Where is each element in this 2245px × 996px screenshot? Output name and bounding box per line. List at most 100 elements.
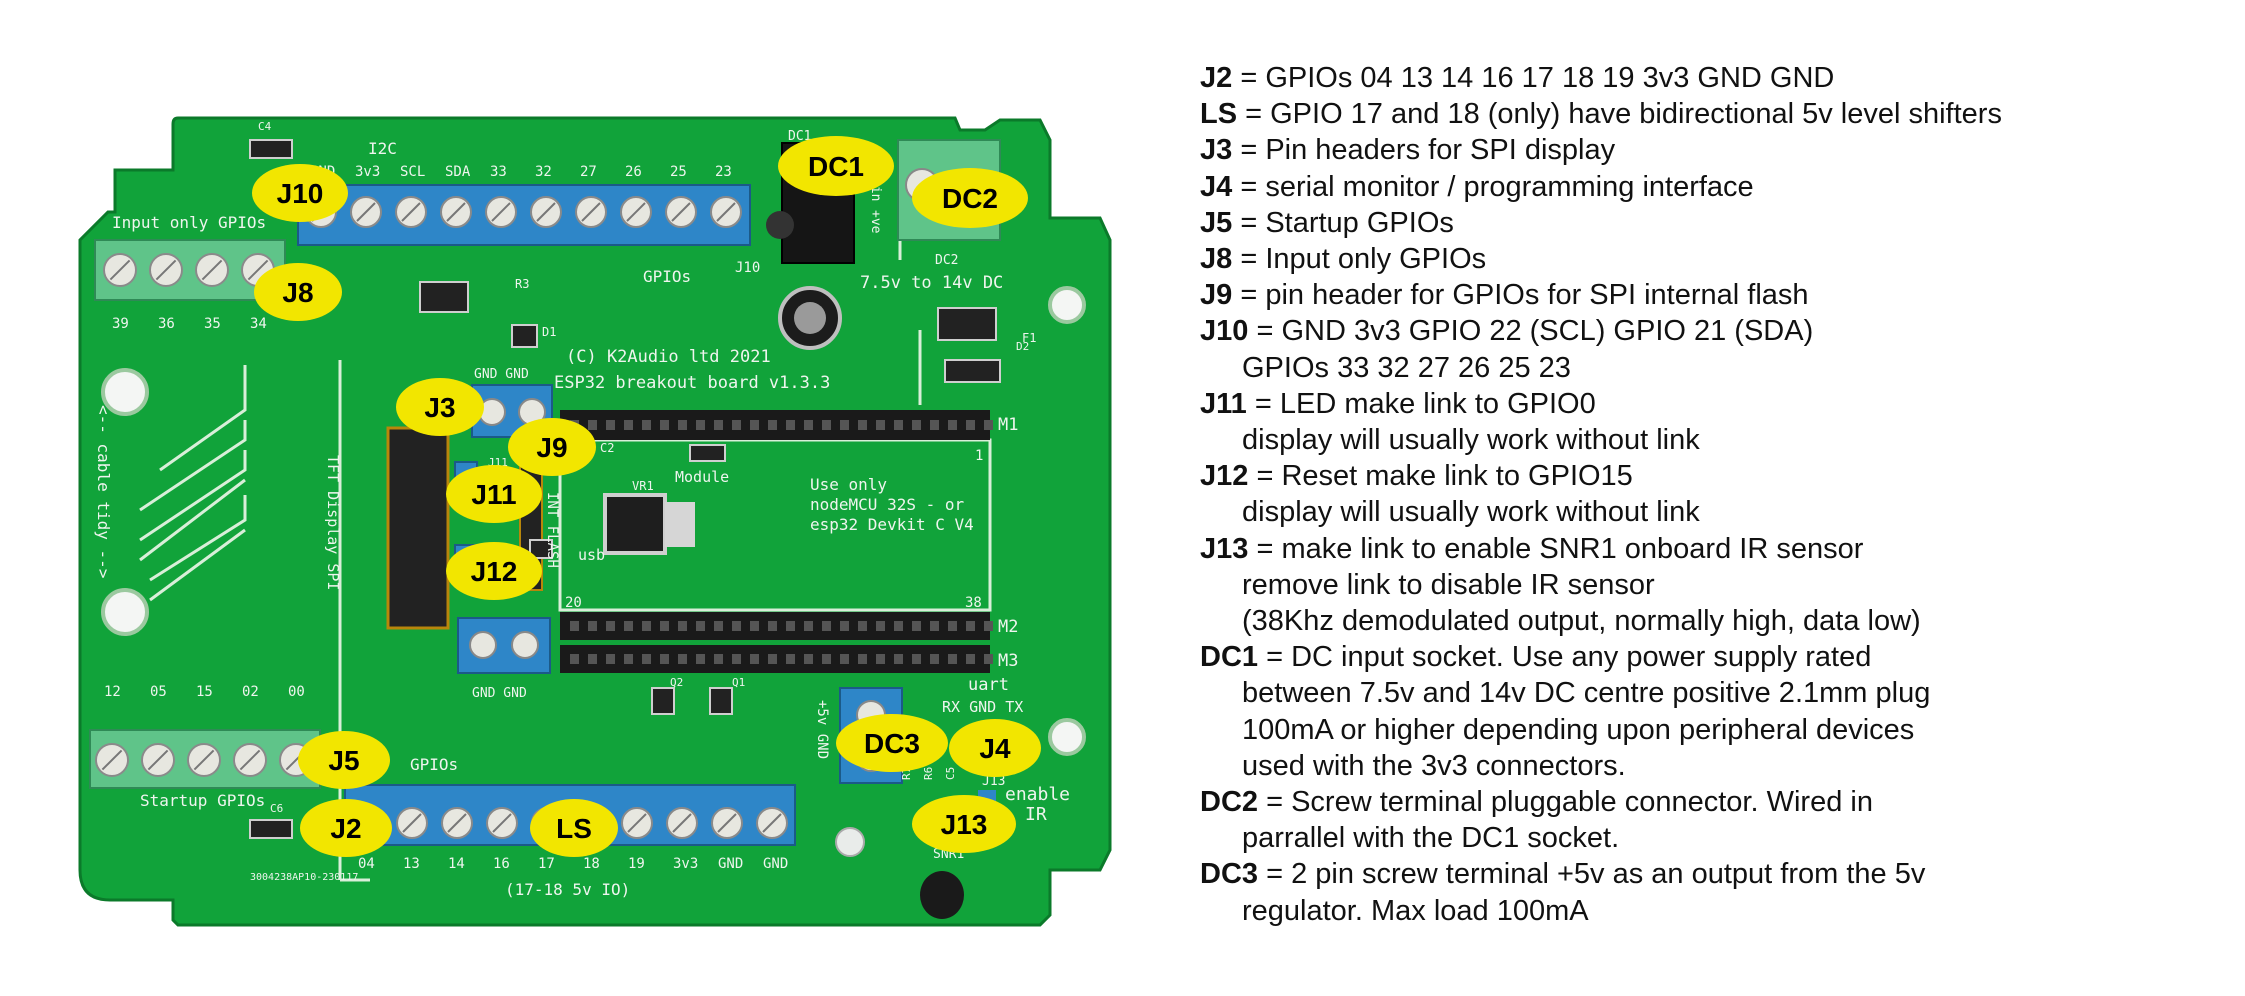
ir-sensor <box>920 871 964 919</box>
callout-label: J9 <box>536 432 567 463</box>
legend-continuation: used with the 3v3 connectors. <box>1242 749 1626 782</box>
header-pin <box>984 654 993 664</box>
int-flash-label: INT FLASH <box>544 492 560 568</box>
bottom-pin-label: 3v3 <box>673 856 698 872</box>
top-pin-label: 27 <box>580 164 597 180</box>
legend-continuation: display will usually work without link <box>1242 424 1700 457</box>
header-holes <box>570 420 993 664</box>
bottom-pin-label: GND <box>718 856 743 872</box>
top-pin-label: 3v3 <box>355 164 380 180</box>
callout-label: J12 <box>471 556 518 587</box>
screw-slot <box>581 202 601 222</box>
terminal-screw <box>469 631 497 659</box>
uart-label: uart <box>968 675 1009 695</box>
callout-label: J4 <box>979 733 1011 764</box>
bottom-pin-label: 19 <box>628 856 645 872</box>
header-pin <box>894 621 903 631</box>
header-pin <box>966 420 975 430</box>
j13-silk: J13 <box>982 774 1005 789</box>
top-pin-label: 33 <box>490 164 507 180</box>
uart-pins: RX GND TX <box>942 698 1023 716</box>
startup-pin-label: 05 <box>150 684 167 700</box>
callout-bubble <box>530 799 618 857</box>
legend-entry: DC1 = DC input socket. Use any power sup… <box>1200 639 2220 784</box>
enable-label: enable <box>1005 784 1070 805</box>
voltage-label: 7.5v to 14v DC <box>860 273 1003 293</box>
header-pin <box>912 420 921 430</box>
legend-entry: J4 = serial monitor / programming interf… <box>1200 169 2220 205</box>
screw-slot <box>247 259 269 281</box>
callout-label: J11 <box>471 479 516 510</box>
header-pin <box>750 621 759 631</box>
silkscreen-text: GND3v3SCLSDA333227262523I2CInput only GP… <box>94 120 1070 899</box>
mount-hole <box>1048 718 1086 756</box>
bottom-pin-label: 16 <box>493 856 510 872</box>
vr1-label: VR1 <box>632 479 654 493</box>
startup-pin-label: 15 <box>196 684 213 700</box>
legend-continuation: GPIOs 33 32 27 26 25 23 <box>1242 351 1571 384</box>
legend-key: J3 <box>1200 134 1233 167</box>
cable-tidy-label: <-- cable tidy --> <box>94 405 113 578</box>
pin-plus-label: +ve <box>868 210 883 234</box>
header-pin <box>840 621 849 631</box>
header-pin <box>750 654 759 664</box>
dc2-silk: DC2 <box>935 253 958 268</box>
header-pin <box>948 420 957 430</box>
header-pin <box>804 654 813 664</box>
input-pin-label: 35 <box>204 316 221 332</box>
header-pin <box>804 420 813 430</box>
legend-entry: J3 = Pin headers for SPI display <box>1200 132 2220 168</box>
header-pin <box>876 420 885 430</box>
legend-entry: LS = GPIO 17 and 18 (only) have bidirect… <box>1200 96 2220 132</box>
screw-slot <box>672 813 692 833</box>
legend-key: J11 <box>1200 387 1247 420</box>
screw-slot <box>762 813 782 833</box>
startup-pin-label: 12 <box>104 684 121 700</box>
callout-bubble <box>778 136 894 196</box>
legend-key: J12 <box>1200 460 1249 493</box>
m1-label: M1 <box>998 415 1018 435</box>
gpios-label: GPIOs <box>643 267 691 286</box>
legend-continuation: regulator. Max load 100mA <box>1242 894 1589 927</box>
q2-label: Q2 <box>670 676 683 689</box>
top-pin-label: SCL <box>400 164 425 180</box>
legend-entry: DC3 = 2 pin screw terminal +5v as an out… <box>1200 856 2220 928</box>
legend-continuation: between 7.5v and 14v DC centre positive … <box>1242 677 1931 710</box>
header-pin <box>714 621 723 631</box>
header-pin <box>624 621 633 631</box>
top-pin-label: 23 <box>715 164 732 180</box>
ir-label: IR <box>1025 804 1047 825</box>
copyright: (C) K2Audio ltd 2021 <box>566 347 771 367</box>
module-note-line: esp32 Devkit C V4 <box>810 515 974 534</box>
legend-entry: J10 = GND 3v3 GPIO 22 (SCL) GPIO 21 (SDA… <box>1200 313 2220 385</box>
legend-key: J5 <box>1200 206 1233 239</box>
header-pin <box>822 420 831 430</box>
pin-38-label: 38 <box>965 595 982 611</box>
part-number: 3004238AP10-230117 <box>250 872 358 883</box>
header-pin <box>750 420 759 430</box>
legend-key: LS <box>1200 98 1238 131</box>
callout-label: J13 <box>941 809 988 840</box>
header-pin <box>732 654 741 664</box>
callout-label: J8 <box>282 277 313 308</box>
barrel-hole <box>766 211 794 239</box>
header-pin <box>966 621 975 631</box>
callout-bubble <box>254 263 342 321</box>
screw-slot <box>155 259 177 281</box>
callout-bubble <box>446 542 542 600</box>
m3-label: M3 <box>998 651 1018 671</box>
legend-continuation: remove link to disable IR sensor <box>1242 568 1655 601</box>
top-pin-label: SDA <box>445 164 471 180</box>
header-pin <box>696 654 705 664</box>
board-name: ESP32 breakout board v1.3.3 <box>554 373 830 393</box>
top-pin-label: 32 <box>535 164 552 180</box>
input-pin-label: 36 <box>158 316 175 332</box>
header-pin <box>606 621 615 631</box>
header-pin <box>678 420 687 430</box>
bottom-pin-label: 14 <box>448 856 465 872</box>
voltage-regulator <box>603 493 667 555</box>
callout-label: J5 <box>328 745 359 776</box>
callout-label: DC1 <box>808 151 864 182</box>
header-pin <box>624 654 633 664</box>
